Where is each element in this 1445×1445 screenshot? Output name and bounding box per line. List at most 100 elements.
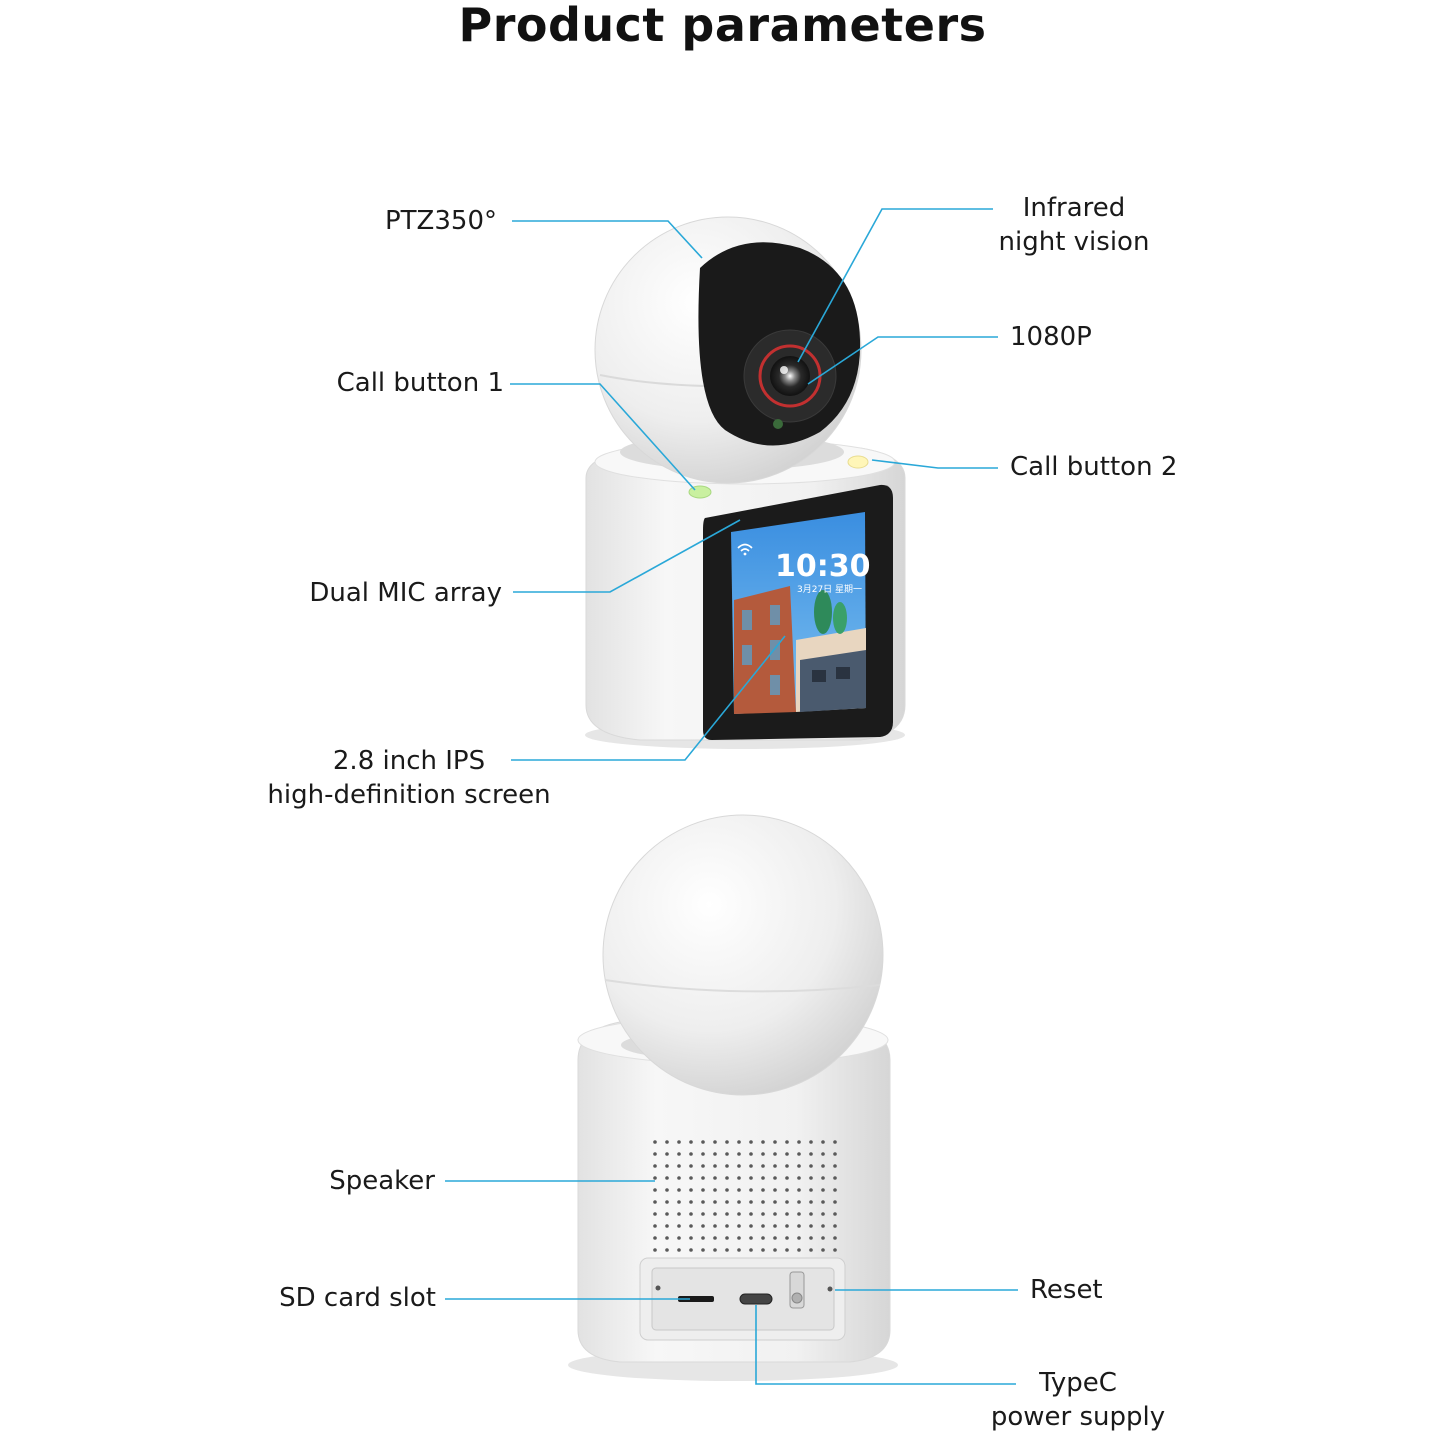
speaker-hole xyxy=(797,1176,801,1180)
callout-speaker: Speaker xyxy=(300,1164,435,1198)
speaker-hole xyxy=(725,1152,729,1156)
speaker-hole xyxy=(761,1188,765,1192)
speaker-hole xyxy=(725,1140,729,1144)
callout-screen-line1: 2.8 inch IPS xyxy=(332,746,486,776)
speaker-hole xyxy=(797,1212,801,1216)
speaker-hole xyxy=(737,1164,741,1168)
speaker-hole xyxy=(821,1164,825,1168)
speaker-hole xyxy=(737,1152,741,1156)
speaker-hole xyxy=(665,1176,669,1180)
speaker-hole xyxy=(665,1140,669,1144)
speaker-hole xyxy=(833,1212,837,1216)
speaker-hole xyxy=(749,1212,753,1216)
callout-resolution: 1080P xyxy=(1010,320,1092,354)
callout-resolution-text: 1080P xyxy=(1010,322,1092,352)
callout-speaker-text: Speaker xyxy=(329,1166,435,1196)
speaker-hole xyxy=(761,1212,765,1216)
speaker-hole xyxy=(713,1176,717,1180)
speaker-hole xyxy=(809,1236,813,1240)
speaker-hole xyxy=(737,1248,741,1252)
speaker-hole xyxy=(749,1164,753,1168)
speaker-hole xyxy=(797,1188,801,1192)
speaker-hole xyxy=(689,1224,693,1228)
speaker-hole xyxy=(725,1248,729,1252)
speaker-hole xyxy=(713,1152,717,1156)
speaker-hole xyxy=(665,1200,669,1204)
speaker-hole xyxy=(665,1236,669,1240)
speaker-hole xyxy=(677,1140,681,1144)
speaker-hole xyxy=(653,1236,657,1240)
speaker-hole xyxy=(785,1212,789,1216)
speaker-hole xyxy=(713,1200,717,1204)
speaker-hole xyxy=(701,1152,705,1156)
speaker-hole xyxy=(749,1176,753,1180)
speaker-hole xyxy=(737,1212,741,1216)
callout-infrared-line2: night vision xyxy=(998,227,1150,257)
speaker-hole xyxy=(785,1188,789,1192)
speaker-hole xyxy=(725,1200,729,1204)
speaker-hole xyxy=(749,1188,753,1192)
speaker-grille xyxy=(653,1140,837,1252)
speaker-hole xyxy=(653,1152,657,1156)
speaker-hole xyxy=(653,1164,657,1168)
callout-typec-line2: power supply xyxy=(990,1402,1166,1432)
speaker-hole xyxy=(701,1212,705,1216)
callout-reset-text: Reset xyxy=(1030,1275,1103,1305)
speaker-hole xyxy=(797,1152,801,1156)
speaker-hole xyxy=(689,1176,693,1180)
upper-device: 10:30 3月27日 星期一 xyxy=(585,216,906,749)
speaker-hole xyxy=(689,1152,693,1156)
speaker-hole xyxy=(677,1164,681,1168)
speaker-hole xyxy=(761,1200,765,1204)
speaker-hole xyxy=(713,1236,717,1240)
speaker-hole xyxy=(821,1140,825,1144)
speaker-hole xyxy=(761,1176,765,1180)
speaker-hole xyxy=(701,1176,705,1180)
speaker-hole xyxy=(749,1224,753,1228)
speaker-hole xyxy=(749,1248,753,1252)
speaker-hole xyxy=(773,1200,777,1204)
speaker-hole xyxy=(677,1236,681,1240)
speaker-hole xyxy=(725,1212,729,1216)
speaker-hole xyxy=(677,1248,681,1252)
speaker-hole xyxy=(725,1164,729,1168)
speaker-hole xyxy=(809,1200,813,1204)
speaker-hole xyxy=(761,1152,765,1156)
callout-call-button-2-text: Call button 2 xyxy=(1010,452,1178,482)
speaker-hole xyxy=(701,1248,705,1252)
speaker-hole xyxy=(677,1152,681,1156)
speaker-hole xyxy=(821,1152,825,1156)
speaker-hole xyxy=(701,1224,705,1228)
speaker-hole xyxy=(833,1152,837,1156)
speaker-hole xyxy=(713,1248,717,1252)
speaker-hole xyxy=(689,1140,693,1144)
speaker-hole xyxy=(809,1212,813,1216)
speaker-hole xyxy=(713,1140,717,1144)
callout-ptz: PTZ350° xyxy=(330,204,497,238)
speaker-hole xyxy=(701,1236,705,1240)
speaker-hole xyxy=(713,1188,717,1192)
speaker-hole xyxy=(785,1224,789,1228)
speaker-hole xyxy=(677,1188,681,1192)
speaker-hole xyxy=(833,1200,837,1204)
speaker-hole xyxy=(797,1140,801,1144)
speaker-hole xyxy=(761,1248,765,1252)
lower-device xyxy=(568,814,898,1381)
speaker-hole xyxy=(809,1224,813,1228)
speaker-hole xyxy=(785,1200,789,1204)
speaker-hole xyxy=(653,1140,657,1144)
speaker-hole xyxy=(773,1212,777,1216)
speaker-hole xyxy=(701,1140,705,1144)
speaker-hole xyxy=(797,1236,801,1240)
speaker-hole xyxy=(773,1152,777,1156)
speaker-hole xyxy=(821,1248,825,1252)
callout-call-button-2: Call button 2 xyxy=(1010,450,1177,484)
speaker-hole xyxy=(713,1224,717,1228)
callout-call-button-1: Call button 1 xyxy=(300,366,504,400)
speaker-hole xyxy=(821,1188,825,1192)
speaker-hole xyxy=(653,1176,657,1180)
speaker-hole xyxy=(737,1188,741,1192)
speaker-hole xyxy=(821,1176,825,1180)
speaker-hole xyxy=(737,1224,741,1228)
